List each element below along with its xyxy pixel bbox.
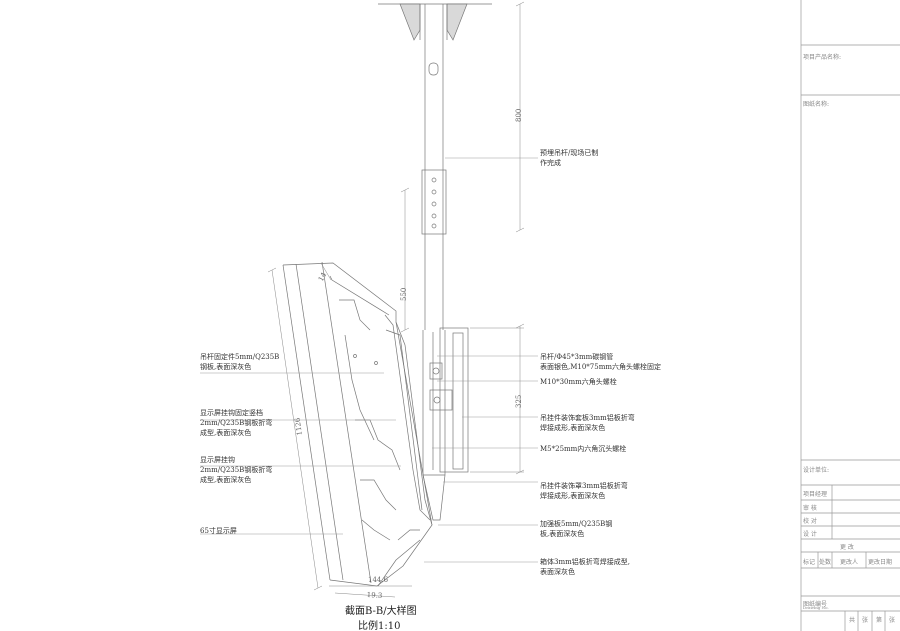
- tb-row-review: 审 核: [803, 505, 817, 512]
- dim-550: 550: [400, 287, 408, 301]
- note-fixing-plate: 吊杆固定件5mm/Q235B 钢板,表面深灰色: [200, 353, 280, 371]
- tb-project-name: 项目产品名称:: [803, 54, 842, 61]
- title-block-frame: [800, 0, 900, 631]
- drawing-scale: 比例1:10: [358, 621, 401, 631]
- note-boom-pipe: 吊杆/Φ45*3mm碳钢管 表面银色,M10*75mm六角头螺栓固定: [540, 353, 661, 371]
- note-screw-m5: M5*25mm内六角沉头螺栓: [540, 445, 627, 453]
- tb-rev-col-mark: 标记: [803, 559, 816, 566]
- tb-number: 第: [876, 617, 883, 624]
- drawing-title: 截面B-B/大样图: [345, 606, 417, 617]
- dim-800: 800: [515, 108, 523, 122]
- tb-rev-col-count: 处数: [819, 559, 832, 566]
- dimension-lines: [267, 1, 525, 598]
- tb-row-pm: 项目经理: [803, 491, 828, 498]
- leader-lines: [200, 157, 538, 563]
- tb-drawing-no: 图纸编号: [803, 601, 828, 608]
- tb-sheet-1: 张: [862, 617, 869, 624]
- tb-revision-head: 更 改: [840, 544, 854, 551]
- ceiling-bracket: [378, 3, 492, 41]
- hanging-rod: [421, 4, 447, 475]
- note-deco-cover: 吊挂件装饰罩3mm铝板折弯 焊接成形,表面深灰色: [540, 482, 628, 500]
- tb-row-design: 设 计: [803, 531, 817, 538]
- decorative-shell: [422, 327, 469, 521]
- tb-drawing-no-en: Drawing No.: [803, 605, 829, 610]
- note-display-frame: 显示屏挂钩固定竖档 2mm/Q235B钢板折弯 成型,表面深灰色: [200, 409, 273, 437]
- tb-design-unit: 设计单位:: [803, 467, 830, 474]
- tb-drawing-name: 图纸名称:: [803, 101, 830, 108]
- note-display-hook: 显示屏挂钩 2mm/Q235B钢板折弯 成型,表面深灰色: [200, 456, 273, 484]
- tb-rev-col-date: 更改日期: [868, 559, 893, 566]
- note-rod-preembed: 预埋吊杆/现场已制 作完成: [540, 149, 599, 167]
- tb-rev-col-person: 更改人: [840, 559, 859, 566]
- tb-sheet-2: 张: [889, 617, 896, 624]
- tb-row-check: 校 对: [803, 518, 817, 525]
- dim-144-6: 144.6: [368, 576, 389, 584]
- note-bolt-m10: M10*30mm六角头螺栓: [540, 378, 617, 386]
- dim-325: 325: [515, 394, 523, 408]
- display-cabinet: [282, 261, 433, 587]
- note-display-65: 65寸显示屏: [200, 527, 237, 535]
- note-deco-shell: 吊挂件装饰套板3mm铝板折弯 焊接成形,表面深灰色: [540, 414, 635, 432]
- note-stiffener: 加强板5mm/Q235B钢 板,表面深灰色: [540, 520, 613, 538]
- dim-19-3: 19.3: [366, 591, 383, 600]
- note-cabinet: 箱体3mm铝板折弯焊接成型, 表面深灰色: [540, 558, 630, 576]
- tb-total: 共: [849, 617, 856, 624]
